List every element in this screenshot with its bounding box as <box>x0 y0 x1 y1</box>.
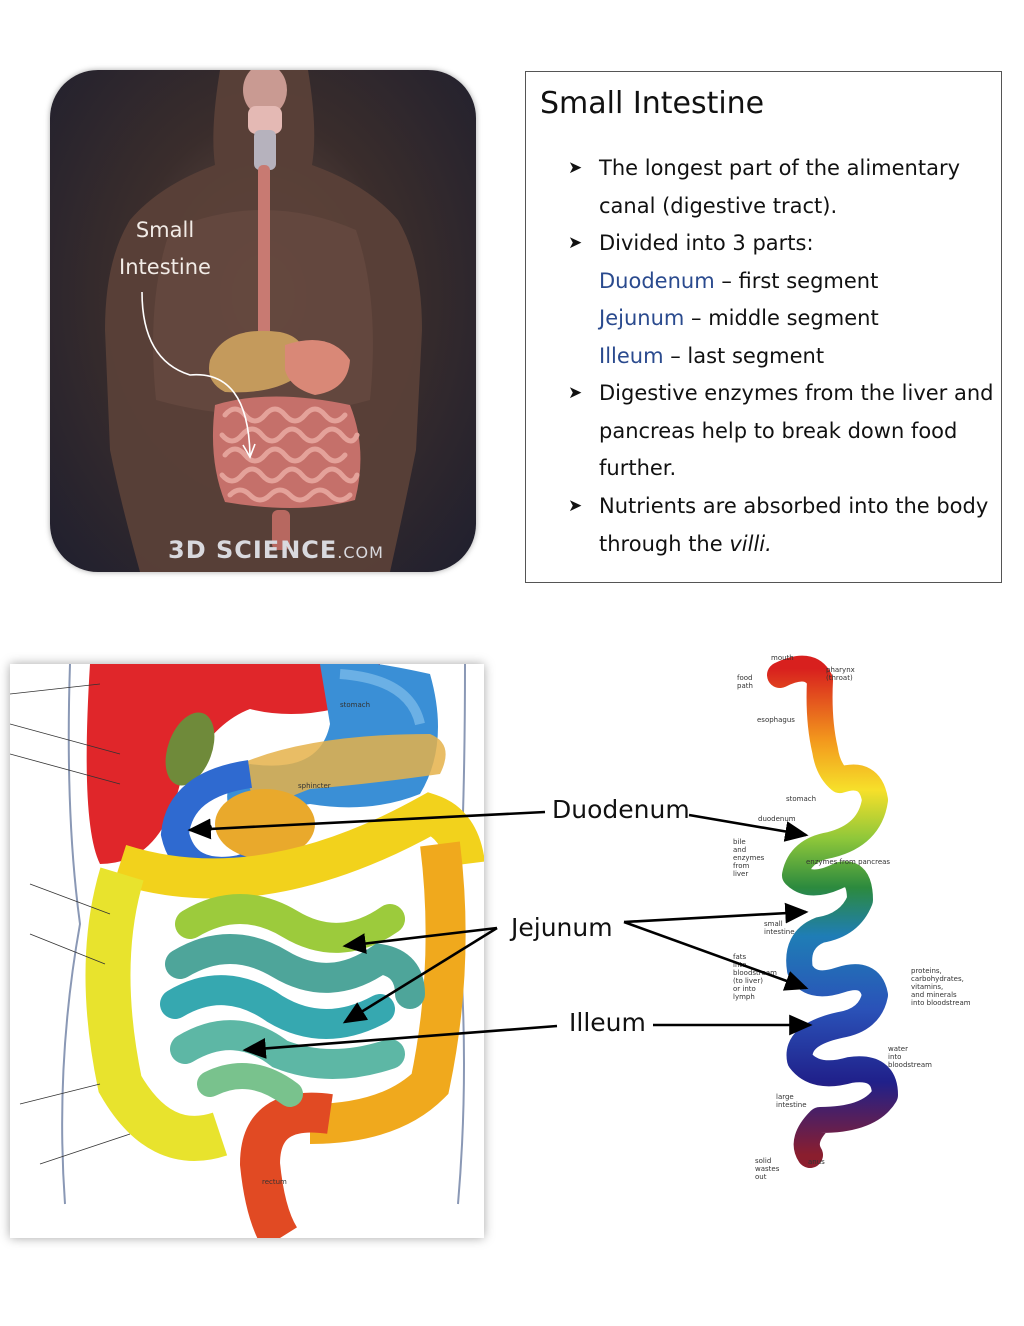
bile-line-1: bile <box>733 838 746 846</box>
bullet-1-text: The longest part of the alimentary canal… <box>599 156 961 218</box>
info-box: Small Intestine ➤ The longest part of th… <box>525 71 1002 583</box>
part-name-jejunum: Jejunum <box>599 306 685 330</box>
solid-line-2: wastes <box>755 1165 780 1173</box>
nutrients-line-1: proteins, <box>911 967 942 975</box>
nutrients-line-2: carbohydrates, <box>911 975 964 983</box>
fats-line-5: or into <box>733 985 756 993</box>
tract-label-mouth: mouth <box>771 654 794 662</box>
callout-duodenum: Duodenum <box>552 795 690 824</box>
pharynx-line-1: pharynx <box>826 666 855 674</box>
fats-line-6: lymph <box>733 993 755 1001</box>
watermark-main: 3D SCIENCE <box>168 536 338 564</box>
label-line-1: Small <box>135 218 195 242</box>
food-line-2: path <box>737 682 753 690</box>
water-line-3: bloodstream <box>888 1061 932 1069</box>
tract-label-anus: anus <box>808 1158 825 1166</box>
digestive-organs-diagram: stomach sphincter rectum <box>10 664 484 1238</box>
fats-line-4: (to liver) <box>733 977 763 985</box>
tract-label-pharynx: pharynx(throat) <box>826 666 855 682</box>
part-name-duodenum: Duodenum <box>599 268 715 293</box>
arrow-bullet-icon: ➤ <box>568 233 583 253</box>
water-line-2: into <box>888 1053 902 1061</box>
part-name-illeum: Illeum <box>599 343 664 368</box>
pharynx-line-2: (throat) <box>826 674 853 682</box>
tract-label-duodenum: duodenum <box>758 815 796 823</box>
bullet-2-text: Divided into 3 parts: Duodenum – first s… <box>599 225 999 375</box>
part-desc-jejunum: – middle segment <box>684 306 879 330</box>
torso-drawing <box>105 70 422 572</box>
bile-line-4: from <box>733 862 750 870</box>
small-intestine-label: Small Intestine <box>110 212 220 286</box>
bullet-4-text: Nutrients are absorbed into the body thr… <box>599 488 999 563</box>
food-line-1: food <box>737 674 753 682</box>
gut-label-sphincter: sphincter <box>298 782 331 790</box>
watermark: 3D SCIENCE.COM <box>168 536 384 564</box>
part-desc-duodenum: – first segment <box>714 268 879 293</box>
fats-line-1: fats <box>733 953 747 961</box>
callout-illeum: Illeum <box>569 1008 646 1037</box>
bile-line-5: liver <box>733 870 749 878</box>
bile-line-3: enzymes <box>733 854 765 862</box>
body-illustration: Small Intestine 3D SCIENCE.COM <box>50 70 476 572</box>
arrow-bullet-icon: ➤ <box>568 383 583 403</box>
tract-label-enzymes-pancreas: enzymes from pancreas <box>806 858 891 866</box>
solid-line-1: solid <box>755 1157 772 1165</box>
part-row-illeum: Illeum – last segment <box>599 338 999 376</box>
large-line-1: large <box>776 1093 794 1101</box>
bullet-3-text: Digestive enzymes from the liver and pan… <box>599 381 994 480</box>
villi-word: villi. <box>729 531 772 556</box>
small-line-2: intestine <box>764 928 795 936</box>
nutrients-line-5: into bloodstream <box>911 999 971 1007</box>
arrow-bullet-icon: ➤ <box>568 496 583 516</box>
part-row-duodenum: Duodenum – first segment <box>599 263 999 301</box>
label-line-2: Intestine <box>119 255 211 279</box>
arrow-bullet-icon: ➤ <box>568 158 583 178</box>
solid-line-3: out <box>755 1173 767 1181</box>
digestive-tract-diagram <box>767 655 898 1168</box>
info-title: Small Intestine <box>540 86 765 121</box>
fats-line-3: bloodstream <box>733 969 777 977</box>
small-line-1: small <box>764 920 783 928</box>
gut-label-rectum: rectum <box>262 1178 287 1186</box>
tract-label-nutrients: proteins, carbohydrates, vitamins, and m… <box>911 967 971 1007</box>
bullet-4-lead: Nutrients are absorbed into the body thr… <box>599 494 989 556</box>
callout-jejunum: Jejunum <box>511 913 613 942</box>
gut-drawing <box>10 664 484 1238</box>
gut-label-stomach: stomach <box>340 701 371 709</box>
part-row-jejunum: Jejunum – middle segment <box>599 300 999 338</box>
nutrients-line-3: vitamins, <box>911 983 944 991</box>
bile-line-2: and <box>733 846 747 854</box>
tract-label-solid-wastes: solid wastes out <box>755 1157 779 1181</box>
water-line-1: water <box>888 1045 908 1053</box>
part-desc-illeum: – last segment <box>663 343 825 368</box>
nutrients-line-4: and minerals <box>911 991 957 999</box>
tract-label-esophagus: esophagus <box>757 716 795 724</box>
bullet-2-lead: Divided into 3 parts: <box>599 231 814 255</box>
tract-label-water: water into bloodstream <box>888 1045 932 1069</box>
tract-label-stomach: stomach <box>786 795 817 803</box>
watermark-suffix: .COM <box>337 543 384 562</box>
tract-label-bile: bile and enzymes from liver <box>733 838 764 878</box>
large-line-2: intestine <box>776 1101 807 1109</box>
